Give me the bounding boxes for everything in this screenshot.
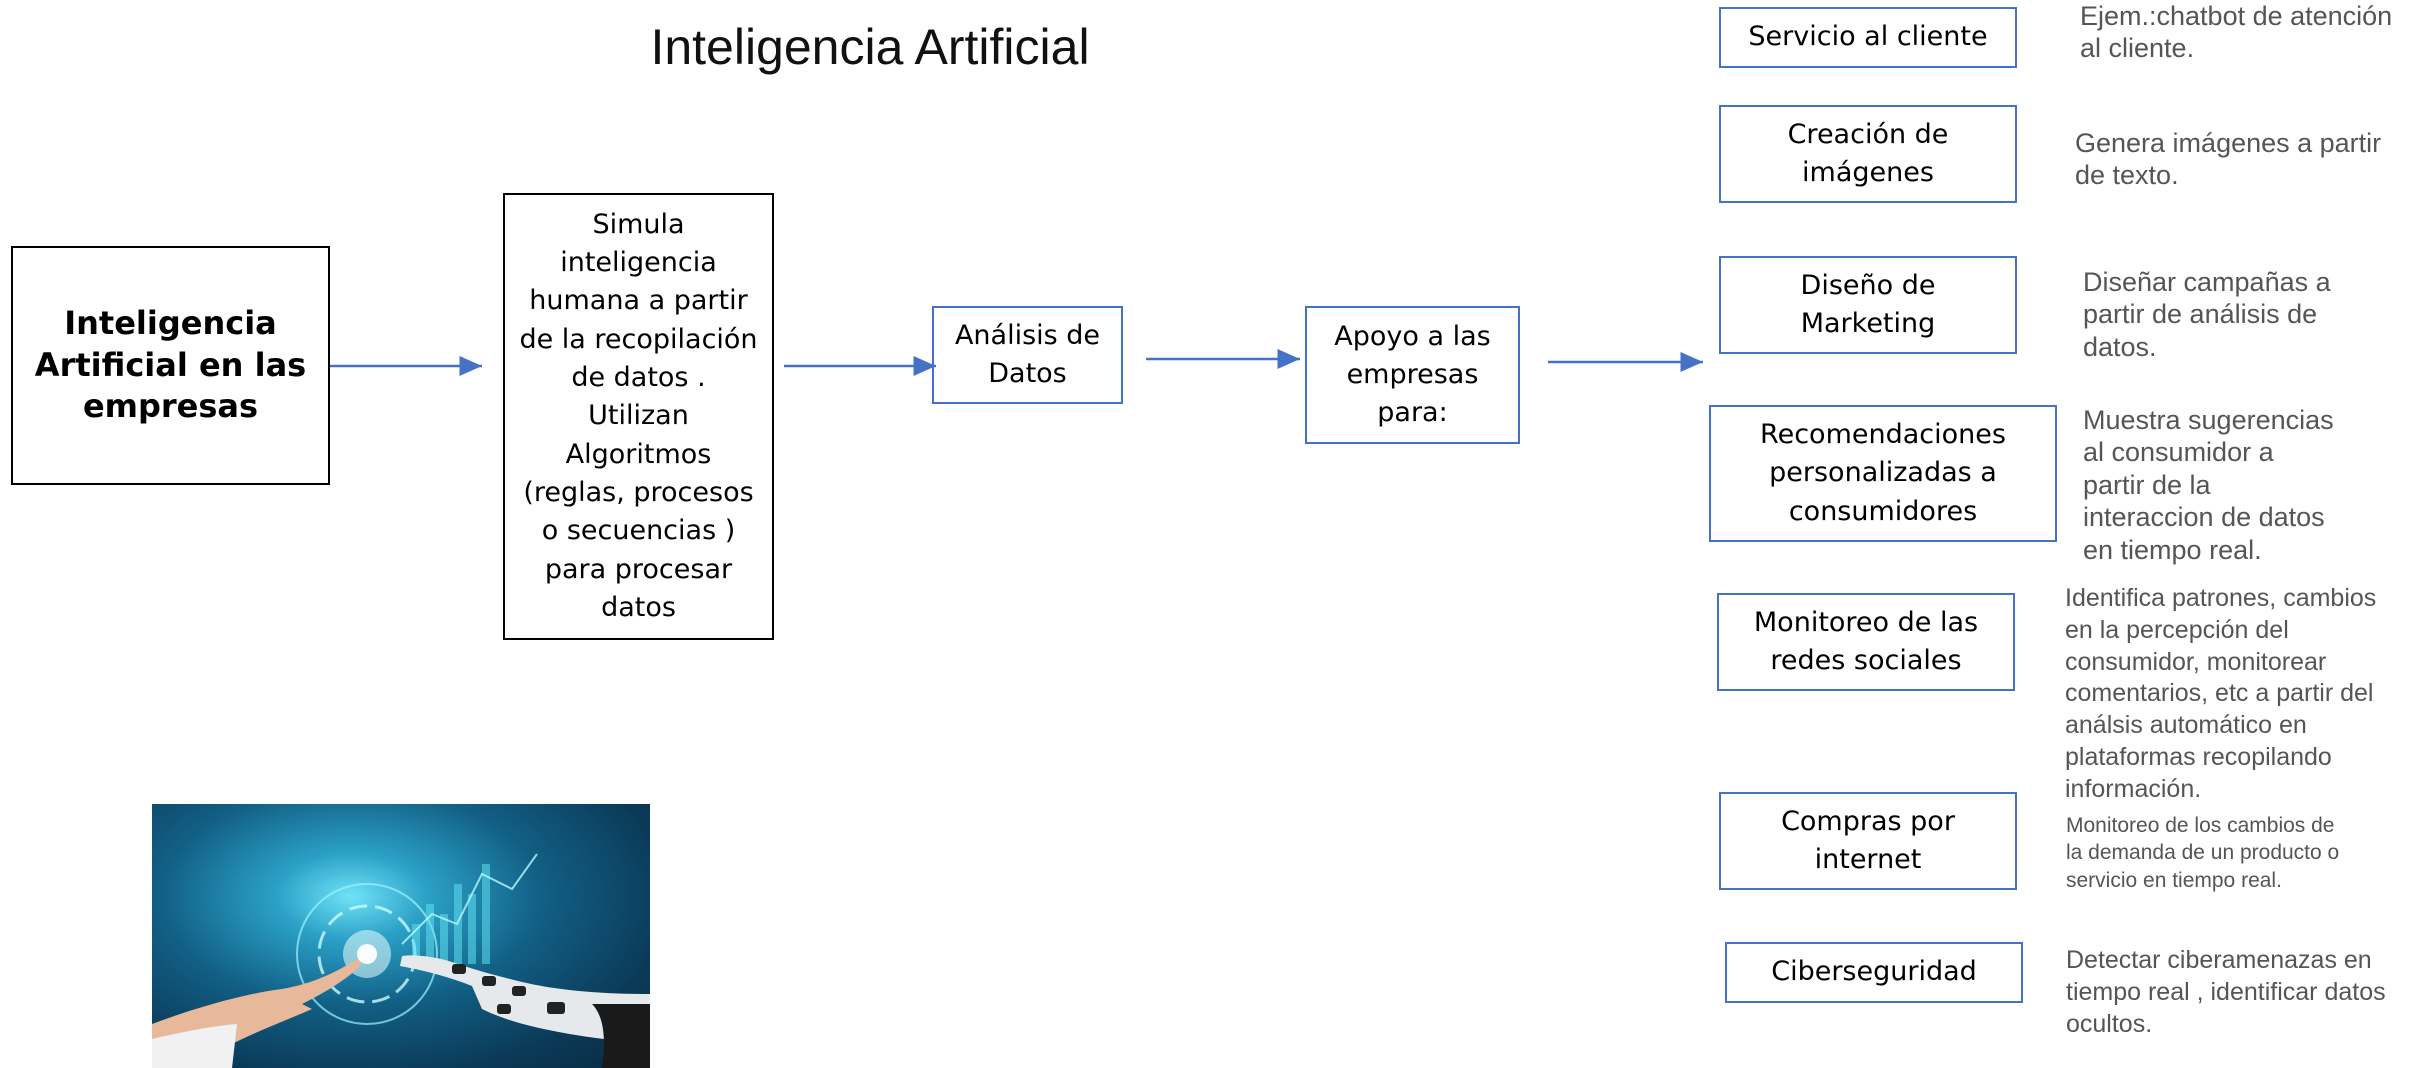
analysis-box: Análisis de Datos [932,306,1123,404]
analysis-text: Análisis de Datos [954,319,1101,389]
use-box-cybersecurity: Ciberseguridad [1725,942,2023,1003]
definition-text: Simula inteligencia humana a partir de l… [519,208,758,623]
main-topic-text: Inteligencia Artificial en las empresas [34,304,307,426]
desc-image-creation: Genera imágenes a partir de texto. [2075,128,2382,191]
support-text: Apoyo a las empresas para: [1334,320,1491,429]
desc-recommendations: Muestra sugerencias al consumidor a part… [2083,405,2334,565]
main-topic-box: Inteligencia Artificial en las empresas [11,246,330,485]
use-box-social-monitoring: Monitoreo de las redes sociales [1717,593,2015,691]
use-box-online-shopping: Compras por internet [1719,792,2017,890]
use-box-recommendations: Recomendaciones personalizadas a consumi… [1709,405,2057,542]
use-box-marketing-design: Diseño de Marketing [1719,256,2017,354]
support-box: Apoyo a las empresas para: [1305,306,1520,444]
use-box-customer-service: Servicio al cliente [1719,7,2017,68]
desc-cybersecurity: Detectar ciberamenazas en tiempo real , … [2066,946,2386,1038]
desc-online-shopping: Monitoreo de los cambios de la demanda d… [2066,814,2340,892]
use-box-image-creation: Creación de imágenes [1719,105,2017,203]
desc-marketing-design: Diseñar campañas a partir de análisis de… [2083,267,2331,362]
ai-hands-image [152,804,650,1068]
desc-customer-service: Ejem.:chatbot de atención al cliente. [2080,1,2393,64]
desc-social-monitoring: Identifica patrones, cambios en la perce… [2065,584,2377,803]
page-title: Inteligencia Artificial [650,19,1090,75]
definition-box: Simula inteligencia humana a partir de l… [503,193,774,640]
